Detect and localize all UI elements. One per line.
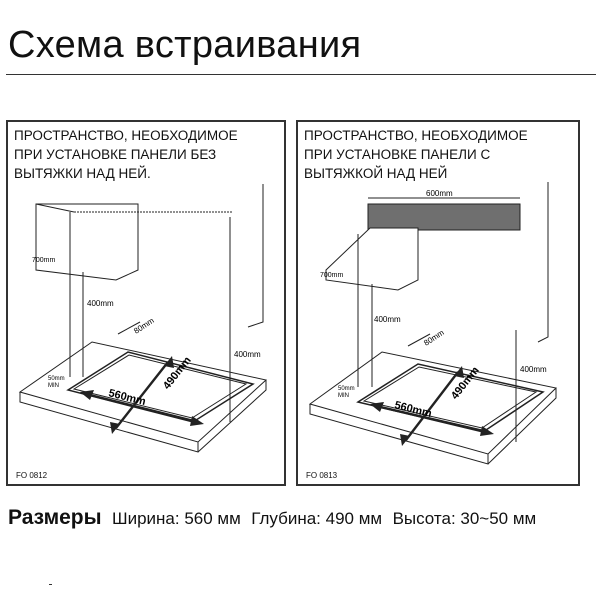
dim-label-edge-min: MIN xyxy=(338,393,349,399)
caption-line: ПРОСТРАНСТВО, НЕОБХОДИМОЕ xyxy=(304,128,528,143)
caption-line: ПРИ УСТАНОВКЕ ПАНЕЛИ С xyxy=(304,147,491,162)
arrow-head xyxy=(454,366,464,378)
caption-line: ПРОСТРАНСТВО, НЕОБХОДИМОЕ xyxy=(14,128,238,143)
panel-caption: ПРОСТРАНСТВО, НЕОБХОДИМОЕ ПРИ УСТАНОВКЕ … xyxy=(304,126,528,183)
dim-label-edge: 50mm xyxy=(48,376,65,382)
diagram-panel-with-hood: ПРОСТРАНСТВО, НЕОБХОДИМОЕ ПРИ УСТАНОВКЕ … xyxy=(296,120,580,486)
arrow-head xyxy=(400,434,410,446)
depth-arrow xyxy=(405,371,459,441)
depth-80-arrow xyxy=(407,333,431,347)
arrow-head xyxy=(164,356,174,368)
depth-80-arrow xyxy=(117,321,141,335)
installation-diagram-no-hood: 700mm 400mm 400mm 80mm 560mm 490mm 50mm … xyxy=(18,184,268,453)
dimensions-label: Размеры xyxy=(8,506,102,529)
upper-cabinet xyxy=(325,227,419,291)
worktop-side xyxy=(197,380,267,453)
arrow-head xyxy=(190,416,204,426)
dim-label-80: 80mm xyxy=(132,316,156,336)
caption-line: ВЫТЯЖКИ НАД НЕЙ. xyxy=(14,166,151,181)
width-arrow xyxy=(85,392,199,424)
page-title: Схема встраивания xyxy=(8,24,362,66)
stray-mark xyxy=(49,584,52,585)
dim-label-400-right: 400mm xyxy=(234,350,261,359)
dimensions-summary: Размеры Ширина: 560 мм Глубина: 490 мм В… xyxy=(8,506,536,530)
caption-line: ПРИ УСТАНОВКЕ ПАНЕЛИ БЕЗ xyxy=(14,147,217,162)
depth-arrow xyxy=(115,361,169,429)
wall-line xyxy=(247,184,264,328)
worktop-side xyxy=(487,388,557,465)
worktop-front xyxy=(309,404,489,465)
dim-label-700: 700mm xyxy=(32,257,56,264)
dim-label-400-right: 400mm xyxy=(520,365,547,374)
figure-code: FO 0812 xyxy=(16,471,48,480)
arrow-head xyxy=(480,426,494,436)
dim-label-700: 700mm xyxy=(320,272,344,279)
arrow-head xyxy=(110,422,120,434)
arrow-head xyxy=(80,390,94,400)
cabinet-edge xyxy=(35,203,75,213)
hob-inner xyxy=(72,354,248,419)
dim-label-edge-min: MIN xyxy=(48,383,59,389)
cooker-hood xyxy=(367,203,521,231)
figure-code: FO 0813 xyxy=(306,471,338,480)
caption-line: ВЫТЯЖКОЙ НАД НЕЙ xyxy=(304,166,448,181)
worktop-front xyxy=(19,392,199,453)
dimension-height: Высота: 30~50 мм xyxy=(392,509,537,528)
title-divider xyxy=(6,74,596,75)
upper-cabinet xyxy=(35,203,139,281)
arrow-head xyxy=(370,402,384,412)
dim-label-600: 600mm xyxy=(426,189,453,198)
dim-label-400: 400mm xyxy=(87,299,114,308)
dimension-width: Ширина: 560 мм xyxy=(112,509,241,528)
dimension-depth: Глубина: 490 мм xyxy=(251,509,383,528)
dim-label-edge: 50mm xyxy=(338,386,355,392)
dim-label-400: 400mm xyxy=(374,315,401,324)
hob-inner xyxy=(362,366,538,429)
panel-caption: ПРОСТРАНСТВО, НЕОБХОДИМОЕ ПРИ УСТАНОВКЕ … xyxy=(14,126,238,183)
width-arrow xyxy=(375,404,489,434)
wall-line xyxy=(537,182,549,343)
dim-label-80: 80mm xyxy=(422,328,446,348)
diagram-panel-without-hood: ПРОСТРАНСТВО, НЕОБХОДИМОЕ ПРИ УСТАНОВКЕ … xyxy=(6,120,286,486)
installation-diagram-with-hood: 600mm 700mm 400mm 400mm 80mm 560mm 490mm… xyxy=(308,182,558,465)
